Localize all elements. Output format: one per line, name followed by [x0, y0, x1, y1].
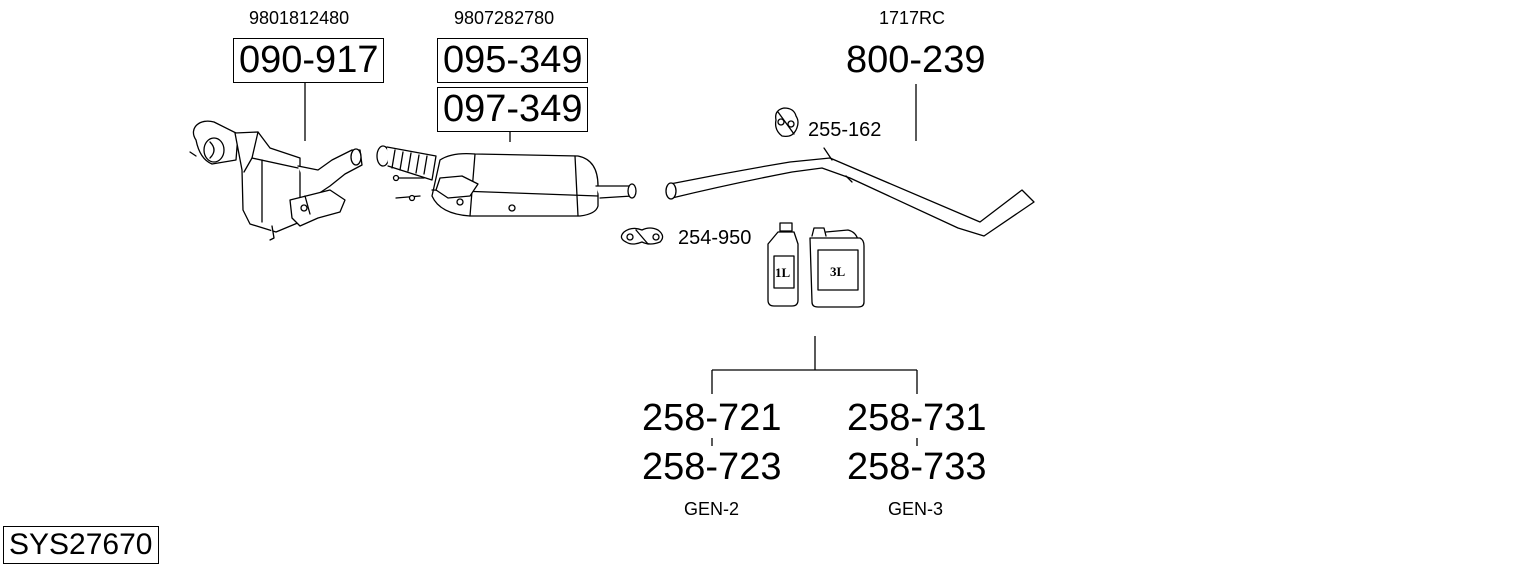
catalyst-part-number[interactable]: 090-917: [233, 38, 385, 83]
additive-gen2-alt-part-number[interactable]: 258-723: [642, 446, 782, 488]
clamp-part-number[interactable]: 254-950: [678, 227, 752, 249]
rubber-mount-part-number[interactable]: 255-162: [808, 119, 882, 141]
bottle-volume-label: 1L: [775, 265, 791, 280]
leader-alternates: [711, 438, 918, 446]
additive-can-3l-drawing[interactable]: [809, 227, 865, 308]
dpf-oem-number: 9807282780: [454, 8, 555, 28]
additive-gen3-group: GEN-3: [888, 499, 944, 519]
dpf-part-number[interactable]: 095-349: [437, 38, 589, 83]
rear-pipe-oem-number: 1717RC: [879, 8, 946, 28]
leader-additives: [711, 336, 918, 394]
dpf-alt-part-number[interactable]: 097-349: [437, 87, 589, 132]
additive-gen2-group: GEN-2: [684, 499, 740, 519]
can-volume-label: 3L: [830, 264, 846, 279]
catalytic-converter-drawing[interactable]: [189, 120, 363, 241]
additive-gen3-part-number[interactable]: 258-731: [847, 397, 987, 439]
system-code: SYS27670: [3, 526, 160, 564]
additive-gen3-alt-part-number[interactable]: 258-733: [847, 446, 987, 488]
additive-gen2-part-number[interactable]: 258-721: [642, 397, 782, 439]
clamp-drawing[interactable]: [620, 227, 664, 245]
rear-pipe-drawing[interactable]: [665, 147, 1035, 237]
rear-pipe-part-number[interactable]: 800-239: [846, 39, 986, 81]
additive-bottle-1l-drawing[interactable]: [767, 222, 799, 307]
rubber-mount-drawing[interactable]: [774, 107, 799, 138]
catalyst-oem-number: 9801812480: [249, 8, 350, 28]
particulate-filter-drawing[interactable]: [376, 145, 637, 217]
